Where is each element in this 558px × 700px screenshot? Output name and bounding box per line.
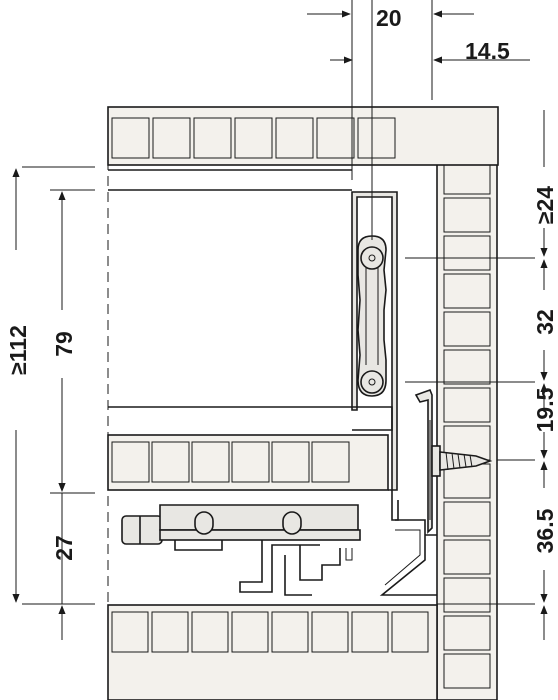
locking-device [121, 504, 361, 596]
mounting-plate [357, 235, 387, 397]
dim-top-offset: 14.5 [465, 38, 510, 64]
panel-cell [443, 349, 491, 385]
panel-cell [193, 117, 232, 159]
panel-cell [443, 197, 491, 233]
drawer-bottom-board [107, 434, 389, 491]
reference-lines [22, 0, 535, 700]
panel-cell [111, 611, 149, 653]
panel-cell [271, 611, 309, 653]
panel-cell [234, 117, 273, 159]
panel-cell [111, 441, 150, 483]
panel-cell [191, 611, 229, 653]
dimension-labels: 20 14.5 ≥112 79 27 ≥24 32 19.5 36.5 [5, 5, 558, 561]
top-panel [107, 106, 499, 166]
panel-cell [443, 615, 491, 651]
cabinet-side-panel [436, 111, 498, 700]
panel-cell [391, 611, 429, 653]
panel-cell [231, 611, 269, 653]
panel-cell [316, 117, 355, 159]
panel-cell [443, 577, 491, 613]
dim-right-bottom: 36.5 [532, 508, 558, 553]
runner-rail [379, 388, 437, 596]
panel-cell [311, 441, 350, 483]
lower-hole [360, 370, 384, 394]
panel-cell [443, 501, 491, 537]
panel-cell [111, 117, 150, 159]
dimension-lines [12, 10, 548, 640]
panel-cell [311, 611, 349, 653]
panel-cell [275, 117, 314, 159]
panel-cell [271, 441, 310, 483]
dim-top-width: 20 [376, 5, 402, 31]
dim-right-screw: 19.5 [532, 387, 558, 432]
panel-cell [443, 539, 491, 575]
panel-cell [443, 311, 491, 347]
panel-cell [443, 273, 491, 309]
panel-cell [231, 441, 270, 483]
drawer-front [108, 169, 352, 408]
dim-left-total: ≥112 [5, 325, 31, 375]
upper-hole [360, 246, 384, 270]
panel-cell [191, 441, 230, 483]
drawer-side-profile [351, 191, 399, 521]
dim-right-top: ≥24 [532, 186, 558, 224]
panel-cell [443, 387, 491, 423]
panel-cell [151, 611, 189, 653]
panel-cell [152, 117, 191, 159]
panel-cell [351, 611, 389, 653]
dim-left-lower: 27 [51, 535, 77, 561]
screw [431, 445, 493, 477]
panel-cell [443, 235, 491, 271]
panel-cell [357, 117, 396, 159]
panel-cell [443, 653, 491, 689]
bottom-panel [107, 604, 438, 700]
panel-cell [151, 441, 190, 483]
dim-right-hole-spacing: 32 [532, 309, 558, 335]
dim-left-upper: 79 [51, 331, 77, 357]
